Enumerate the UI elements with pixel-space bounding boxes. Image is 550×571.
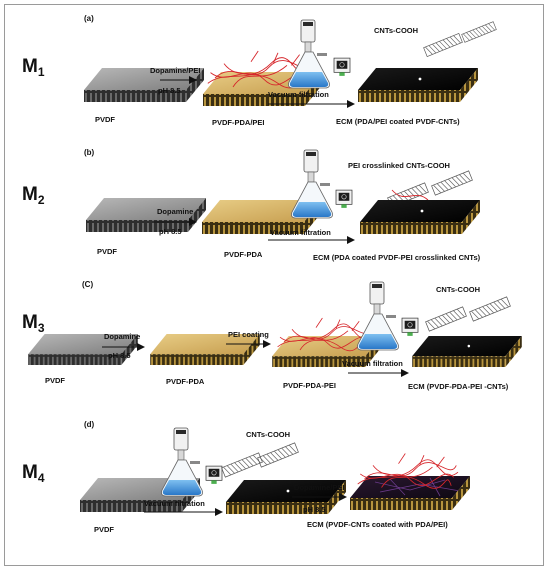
panel-d-step1-bottom: pH 8.5 — [303, 505, 326, 514]
panel-d: (d) M4 PVDF CNTs-COOH Vacuum filtration … — [22, 420, 471, 534]
panel-a-letter: (a) — [84, 14, 94, 23]
panel-c-filtration-label: Vacuum filtration — [342, 359, 403, 368]
panel-d-filtration-label: Vacuum filtration — [144, 499, 205, 508]
ecm-membrane — [412, 336, 522, 368]
filtration-flask-icon — [357, 281, 399, 351]
panel-b-result-label: ECM (PDA coated PVDF-PEI crosslinked CNT… — [313, 253, 481, 262]
panel-c-letter: (C) — [82, 280, 93, 289]
panel-b-substrate-label: PVDF — [97, 247, 117, 256]
panel-d-result-label: ECM (PVDF-CNTs coated with PDA/PEI) — [307, 520, 448, 529]
panel-c-cnt-label: CNTs-COOH — [436, 285, 480, 294]
filtration-flask-icon — [291, 149, 333, 219]
panel-b-method: M2 — [22, 184, 45, 207]
panel-c: (C) M3 PVDF Dopamine pH 8.5 PVDF-PDA PEI… — [22, 280, 522, 391]
vacuum-pump-icon — [205, 465, 223, 485]
panel-b-intermediate-label: PVDF-PDA — [224, 250, 263, 259]
filtration-flask-icon — [288, 19, 330, 89]
panel-d-step1-top: Dopamine/PEI — [294, 483, 344, 492]
cnt-icon — [257, 442, 299, 468]
panel-a-cnt-label: CNTs-COOH — [374, 26, 418, 35]
cnt-icon — [221, 452, 263, 478]
panel-c-step2-top: PEI coating — [228, 330, 269, 339]
filtration-flask-icon — [161, 427, 203, 497]
panel-c-intermediate-label: PVDF-PDA — [166, 377, 205, 386]
panel-a-method: M1 — [22, 56, 45, 79]
panel-a-result-label: ECM (PDA/PEI coated PVDF-CNTs) — [336, 117, 460, 126]
panel-c-method: M3 — [22, 312, 45, 335]
panel-c-step1-bottom: pH 8.5 — [108, 351, 131, 360]
panel-a-filtration-label: Vacuum filtration — [268, 90, 329, 99]
ecm-membrane — [360, 200, 480, 234]
panel-a-intermediate-label: PVDF-PDA/PEI — [212, 118, 265, 127]
cnt-icon — [431, 170, 473, 196]
vacuum-pump-icon — [335, 189, 353, 209]
panel-a-substrate-label: PVDF — [95, 115, 115, 124]
panel-c-intermediate2-label: PVDF-PDA-PEI — [283, 381, 336, 390]
panel-c-step1-top: Dopamine — [104, 332, 140, 341]
vacuum-pump-icon — [401, 317, 419, 337]
panel-a-step1-bottom: pH 8.5 — [158, 86, 181, 95]
panel-c-result-label: ECM (PVDF-PDA-PEI -CNTs) — [408, 382, 509, 391]
cnt-icon — [425, 306, 467, 332]
panel-d-substrate-label: PVDF — [94, 525, 114, 534]
ecm-membrane — [358, 68, 478, 102]
figure-frame — [4, 4, 544, 566]
ecm-membrane — [349, 475, 471, 511]
cnt-icon — [423, 33, 463, 57]
panel-a: (a) M1 PVDF Dopamine/PEI pH 8.5 PVDF-PDA… — [22, 14, 497, 127]
panel-d-method: M4 — [22, 462, 45, 485]
panel-b-letter: (b) — [84, 148, 95, 157]
cnt-icon — [469, 296, 511, 322]
panel-c-substrate-label: PVDF — [45, 376, 65, 385]
panel-a-step1-top: Dopamine/PEI — [150, 66, 200, 75]
panel-b-step1-top: Dopamine — [157, 207, 193, 216]
panel-b-filtration-label: Vacuum filtration — [270, 228, 331, 237]
panel-b: (b) M2 PVDF Dopamine pH 8.5 PVDF-PDA Vac… — [22, 148, 481, 262]
panel-d-letter: (d) — [84, 420, 95, 429]
vacuum-pump-icon — [333, 57, 351, 77]
panel-b-step1-bottom: pH 8.5 — [159, 227, 182, 236]
panel-b-cnt-label: PEI crosslinked CNTs-COOH — [348, 161, 450, 170]
cnt-icon — [461, 21, 497, 43]
panel-d-cnt-label: CNTs-COOH — [246, 430, 290, 439]
